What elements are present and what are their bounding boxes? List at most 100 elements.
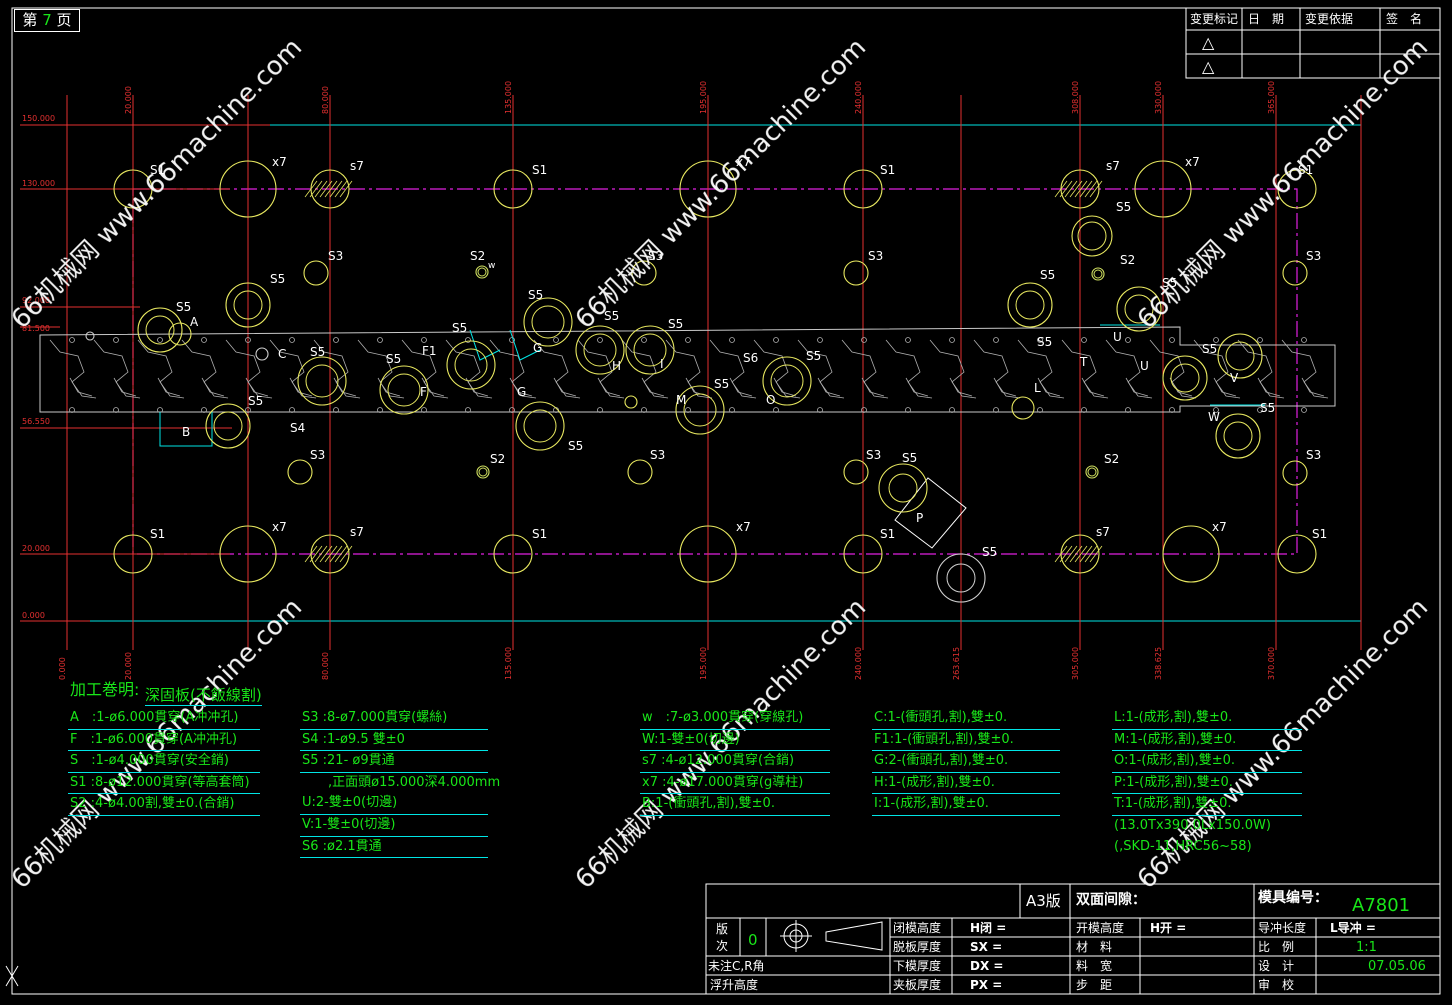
strip-part-contour bbox=[313, 339, 361, 399]
punch-p-outline bbox=[894, 477, 967, 549]
notes-title: 加工巻明: bbox=[70, 680, 140, 699]
strip-part-contour bbox=[729, 377, 753, 397]
strip-part-contour bbox=[1237, 339, 1285, 399]
label-designer: 设 计 bbox=[1258, 959, 1294, 973]
label-s7: s7 bbox=[1096, 525, 1110, 539]
hatch-line bbox=[1074, 180, 1088, 198]
hole-circle bbox=[679, 160, 737, 218]
note-line: I:1-(成形,割),雙±0. bbox=[872, 794, 1060, 816]
hole-circle bbox=[1091, 267, 1105, 281]
label-s6: S6 bbox=[743, 351, 758, 365]
strip-part-contour bbox=[1037, 377, 1061, 397]
note-line: T:1-(成形,割),雙±0. bbox=[1112, 794, 1302, 816]
pilot-hole bbox=[245, 407, 251, 413]
hole-inner-circle bbox=[213, 411, 243, 441]
page-prefix: 第 bbox=[22, 11, 38, 29]
title-block: A3版 双面间隙： 模具编号： A7801 版 次 0 未注C,R角 浮升高度 … bbox=[705, 883, 1441, 995]
pilot-hole bbox=[1037, 407, 1043, 413]
note-line: B:1-(衝頭孔,割),雙±0. bbox=[640, 794, 830, 816]
pilot-hole bbox=[1257, 407, 1263, 413]
hole-circle bbox=[523, 297, 573, 347]
hole-circle bbox=[113, 169, 153, 209]
page-suffix: 页 bbox=[56, 11, 72, 29]
note-line: x7 :4-ø17.000貫穿(g導柱) bbox=[640, 773, 830, 795]
label-x7: x7 bbox=[736, 520, 751, 534]
hatch-line bbox=[1079, 180, 1093, 198]
strip-part-contour bbox=[641, 377, 665, 397]
label-s5: S5 bbox=[568, 439, 583, 453]
strip-part-contour bbox=[1081, 377, 1105, 397]
strip-part-contour bbox=[1017, 339, 1065, 399]
hole-circle bbox=[113, 534, 153, 574]
strip-part-contour bbox=[665, 339, 713, 399]
strip-part-contour bbox=[905, 377, 929, 397]
label-c: C bbox=[278, 347, 286, 361]
label-s5: S5 bbox=[270, 272, 285, 286]
pilot-hole bbox=[905, 407, 911, 413]
hole-circle bbox=[515, 401, 565, 451]
hole-inner-circle bbox=[1225, 341, 1255, 371]
pilot-hole bbox=[1037, 337, 1043, 343]
pilot-hole bbox=[685, 407, 691, 413]
notes-column-4: C:1-(衝頭孔,割),雙±0. F1:1-(衝頭孔,割),雙±0. G:2-(… bbox=[872, 708, 1060, 816]
version-value: 0 bbox=[748, 931, 758, 949]
hole-inner-circle bbox=[387, 373, 421, 407]
strip-part-contour bbox=[93, 339, 141, 399]
label-u: U bbox=[1113, 330, 1122, 344]
pilot-hole bbox=[905, 337, 911, 343]
note-float-height: 浮升高度 bbox=[710, 977, 758, 992]
note-line: P:1-(成形,割),雙±0. bbox=[1112, 773, 1302, 795]
label-b: B bbox=[182, 425, 190, 439]
hole-circle bbox=[1217, 333, 1263, 379]
note-line: V:1-雙±0(切邊) bbox=[300, 815, 488, 837]
label-x7: x7 bbox=[1212, 520, 1227, 534]
hatch-line bbox=[309, 180, 323, 198]
label-p: P bbox=[916, 511, 923, 525]
strip-part-contour bbox=[1125, 377, 1149, 397]
pilot-hole bbox=[729, 407, 735, 413]
hatch-line bbox=[339, 545, 353, 563]
hatch-line bbox=[319, 545, 333, 563]
dimension-label: 80.000 bbox=[321, 652, 330, 680]
label-u: U bbox=[1140, 359, 1149, 373]
hatch-line bbox=[1084, 180, 1098, 198]
strip-part-contour bbox=[753, 339, 801, 399]
hatch-line bbox=[1089, 180, 1103, 198]
note-chamfer: 未注C,R角 bbox=[708, 958, 765, 973]
code-close-height: H闭 = bbox=[970, 920, 1006, 935]
strip-part-contour bbox=[861, 377, 885, 397]
hole-circle bbox=[762, 356, 812, 406]
hole-inner-circle bbox=[946, 563, 976, 593]
dimension-label: 240.000 bbox=[854, 81, 863, 114]
strip-part-contour bbox=[225, 339, 273, 399]
hole-inner-circle bbox=[531, 305, 565, 339]
label-w: W bbox=[1208, 410, 1220, 424]
strip-part-contour bbox=[597, 377, 621, 397]
note-line: S1 :8-ø12.000貫穿(等高套筒) bbox=[68, 773, 260, 795]
strip-part-contour bbox=[1301, 377, 1325, 397]
hole-circle bbox=[493, 534, 533, 574]
hatch-line bbox=[1069, 545, 1083, 563]
label-s1: S1 bbox=[150, 163, 165, 177]
label-s5: S5 bbox=[1260, 401, 1275, 415]
hole-inner-circle bbox=[770, 364, 804, 398]
label-pitch: 步 距 bbox=[1076, 978, 1112, 992]
strip-part-contour bbox=[993, 377, 1017, 397]
label-s7: s7 bbox=[350, 159, 364, 173]
note-line: (,SKD-11,HRC56~58) bbox=[1114, 838, 1252, 854]
hatch-line bbox=[339, 180, 353, 198]
page-number: 7 bbox=[42, 11, 52, 29]
strip-part-contour bbox=[445, 339, 493, 399]
dimension-label: 330.000 bbox=[1154, 81, 1163, 114]
note-line: ,正面頭ø15.000深4.000mm bbox=[302, 774, 501, 790]
hatch-line bbox=[1069, 180, 1083, 198]
label-clamp-plate-thickness: 夹板厚度 bbox=[893, 977, 941, 992]
label-f1: F1 bbox=[422, 344, 437, 358]
label-s5: S5 bbox=[1116, 200, 1131, 214]
strip-part-contour bbox=[1281, 339, 1329, 399]
hole-inner-circle bbox=[523, 409, 557, 443]
label-s1: S1 bbox=[532, 527, 547, 541]
hole-circle bbox=[1277, 534, 1317, 574]
hole-inner-circle bbox=[1087, 467, 1097, 477]
